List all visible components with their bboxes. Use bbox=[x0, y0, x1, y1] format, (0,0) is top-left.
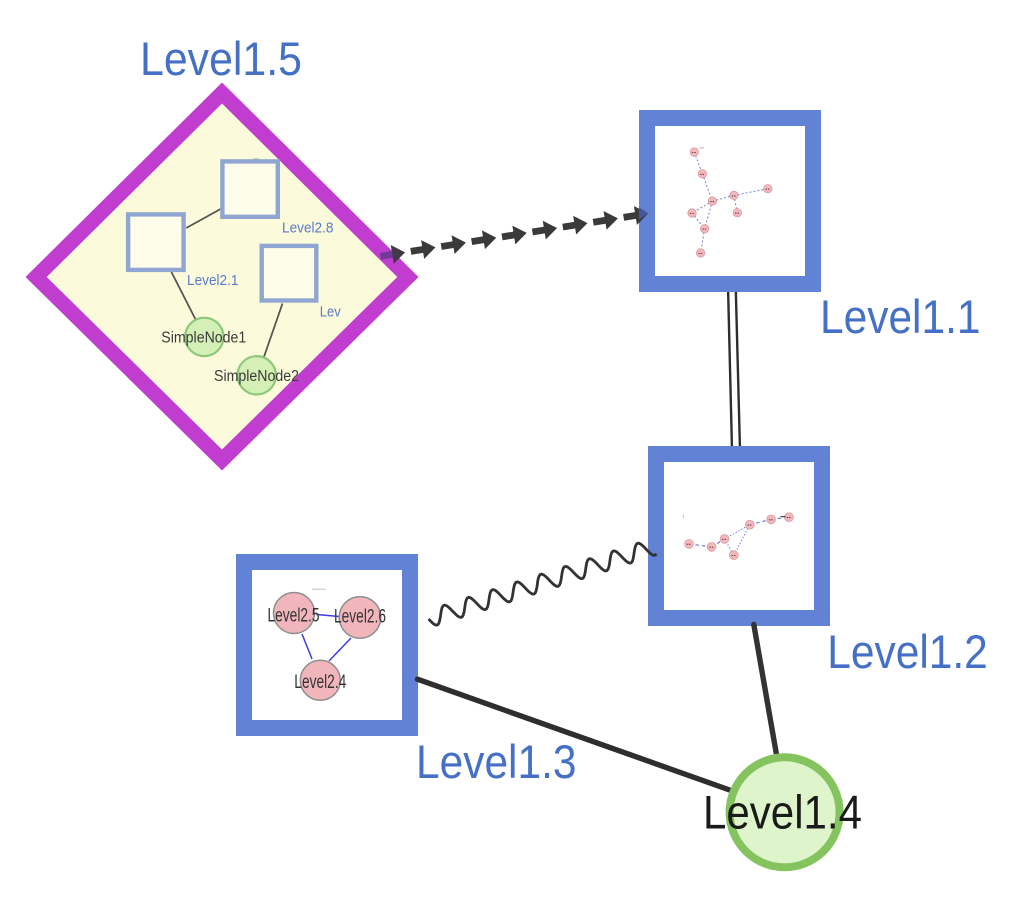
svg-text:Lev: Lev bbox=[320, 305, 342, 321]
svg-text:Level2.4: Level2.4 bbox=[294, 671, 346, 693]
svg-text:Level1.1: Level1.1 bbox=[820, 291, 981, 344]
svg-text:Level1.4: Level1.4 bbox=[703, 787, 862, 840]
svg-text:Level1.3: Level1.3 bbox=[416, 736, 577, 789]
svg-text:SimpleNode2: SimpleNode2 bbox=[214, 368, 299, 385]
svg-text:Level2.1: Level2.1 bbox=[187, 273, 239, 289]
svg-text:Level2.6: Level2.6 bbox=[334, 606, 386, 628]
svg-text:Level1.5: Level1.5 bbox=[140, 33, 302, 86]
svg-text:Level1.2: Level1.2 bbox=[827, 626, 988, 679]
svg-text:Level2.5: Level2.5 bbox=[268, 605, 320, 627]
svg-text:SimpleNode1: SimpleNode1 bbox=[161, 330, 246, 347]
svg-text:Level2.8: Level2.8 bbox=[282, 221, 334, 237]
